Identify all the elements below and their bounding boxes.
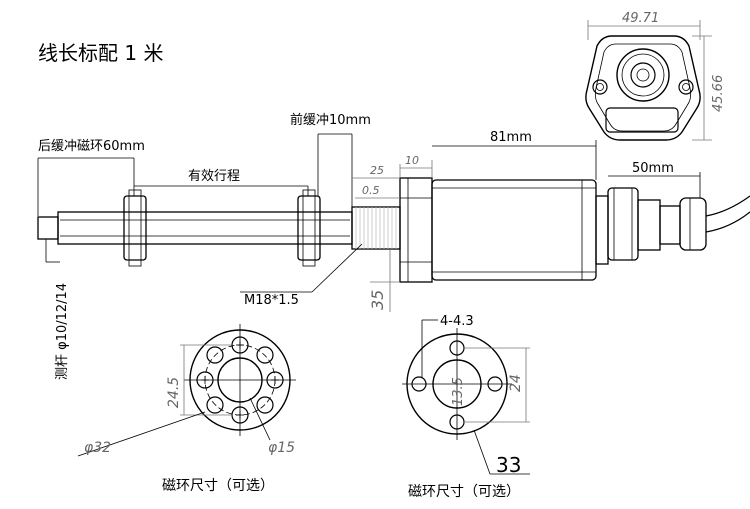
ring-right-height-label: 24 [508, 374, 524, 392]
ring-left-inner-label: φ15 [268, 440, 295, 456]
body-length-label: 81mm [490, 130, 532, 145]
top-view-height-label: 45.66 [711, 75, 726, 112]
side-view-sensor [37, 177, 750, 283]
thread-label: M18*1.5 [244, 293, 299, 308]
dim-25-label: 25 [370, 164, 384, 177]
rod-diameter-label: 测杆 φ10/12/14 [55, 283, 70, 380]
front-buffer-label: 前缓冲10mm [290, 112, 371, 128]
rear-buffer-label: 后缓冲磁环60mm [38, 139, 145, 154]
page-title: 线长标配 1 米 [38, 41, 163, 65]
ring-left-caption: 磁环尺寸（可选） [162, 478, 274, 494]
dim-35-label: 35 [368, 290, 387, 310]
ring-left-height-label: 24.5 [166, 377, 182, 408]
ring-right-outer-label: 33 [496, 453, 521, 477]
ring-left-outer-label: φ32 [84, 440, 111, 456]
ring-right-holes-label: 4-4.3 [440, 314, 474, 329]
dim-10-label: 10 [405, 154, 419, 167]
effective-stroke-label: 有效行程 [188, 169, 240, 184]
dim-05-label: 0.5 [362, 184, 380, 197]
magnet-ring-left: 24.5 φ32 φ15 磁环尺寸（可选） [77, 324, 296, 494]
ring-right-inner-label: 13.5 [451, 377, 466, 406]
top-view-flange: 49.71 45.66 [585, 11, 726, 141]
magnet-ring-right: 13.5 4-4.3 24 33 磁环尺寸（可选） [402, 314, 530, 500]
top-view-width-label: 49.71 [622, 11, 659, 26]
ring-right-caption: 磁环尺寸（可选） [408, 484, 520, 500]
cable-length-label: 50mm [632, 161, 674, 176]
side-view-dimensions: 后缓冲磁环60mm 有效行程 前缓冲10mm 25 0.5 10 81mm 50… [37, 112, 701, 380]
